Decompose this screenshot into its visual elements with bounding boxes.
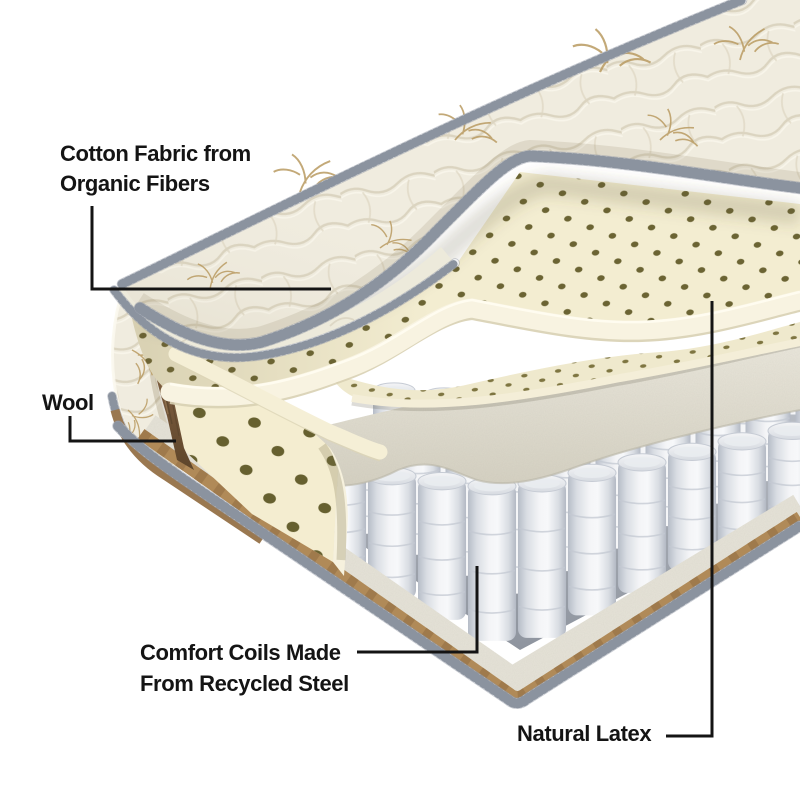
latex-topper-sheet bbox=[128, 172, 800, 462]
coil-cylinder bbox=[467, 477, 517, 641]
coil-cylinder bbox=[417, 472, 467, 620]
leader-line-wool bbox=[68, 416, 176, 443]
coil-cylinder bbox=[667, 442, 717, 571]
label-natural-latex: Natural Latex bbox=[517, 721, 652, 746]
label-comfort-coils: Comfort Coils Made From Recycled Steel bbox=[140, 640, 349, 696]
quilted-cover-layer bbox=[116, 0, 800, 352]
base-piping bbox=[113, 421, 800, 709]
cover-top-piping bbox=[117, 0, 747, 289]
leader-lines bbox=[68, 206, 714, 738]
label-cotton-fabric: Cotton Fabric from Organic Fibers bbox=[60, 141, 251, 196]
topper-curl-edge bbox=[160, 290, 800, 406]
leader-line-latex bbox=[666, 301, 714, 738]
coil-cylinder bbox=[567, 463, 617, 616]
coil-cylinder bbox=[617, 453, 667, 593]
label-wool: Wool bbox=[42, 390, 94, 415]
leader-line-coils bbox=[357, 566, 479, 654]
leader-line-cotton bbox=[90, 206, 331, 291]
coil-cylinder bbox=[517, 474, 567, 638]
cover-front-piping bbox=[134, 150, 800, 351]
cover-underside-fold bbox=[109, 247, 460, 363]
